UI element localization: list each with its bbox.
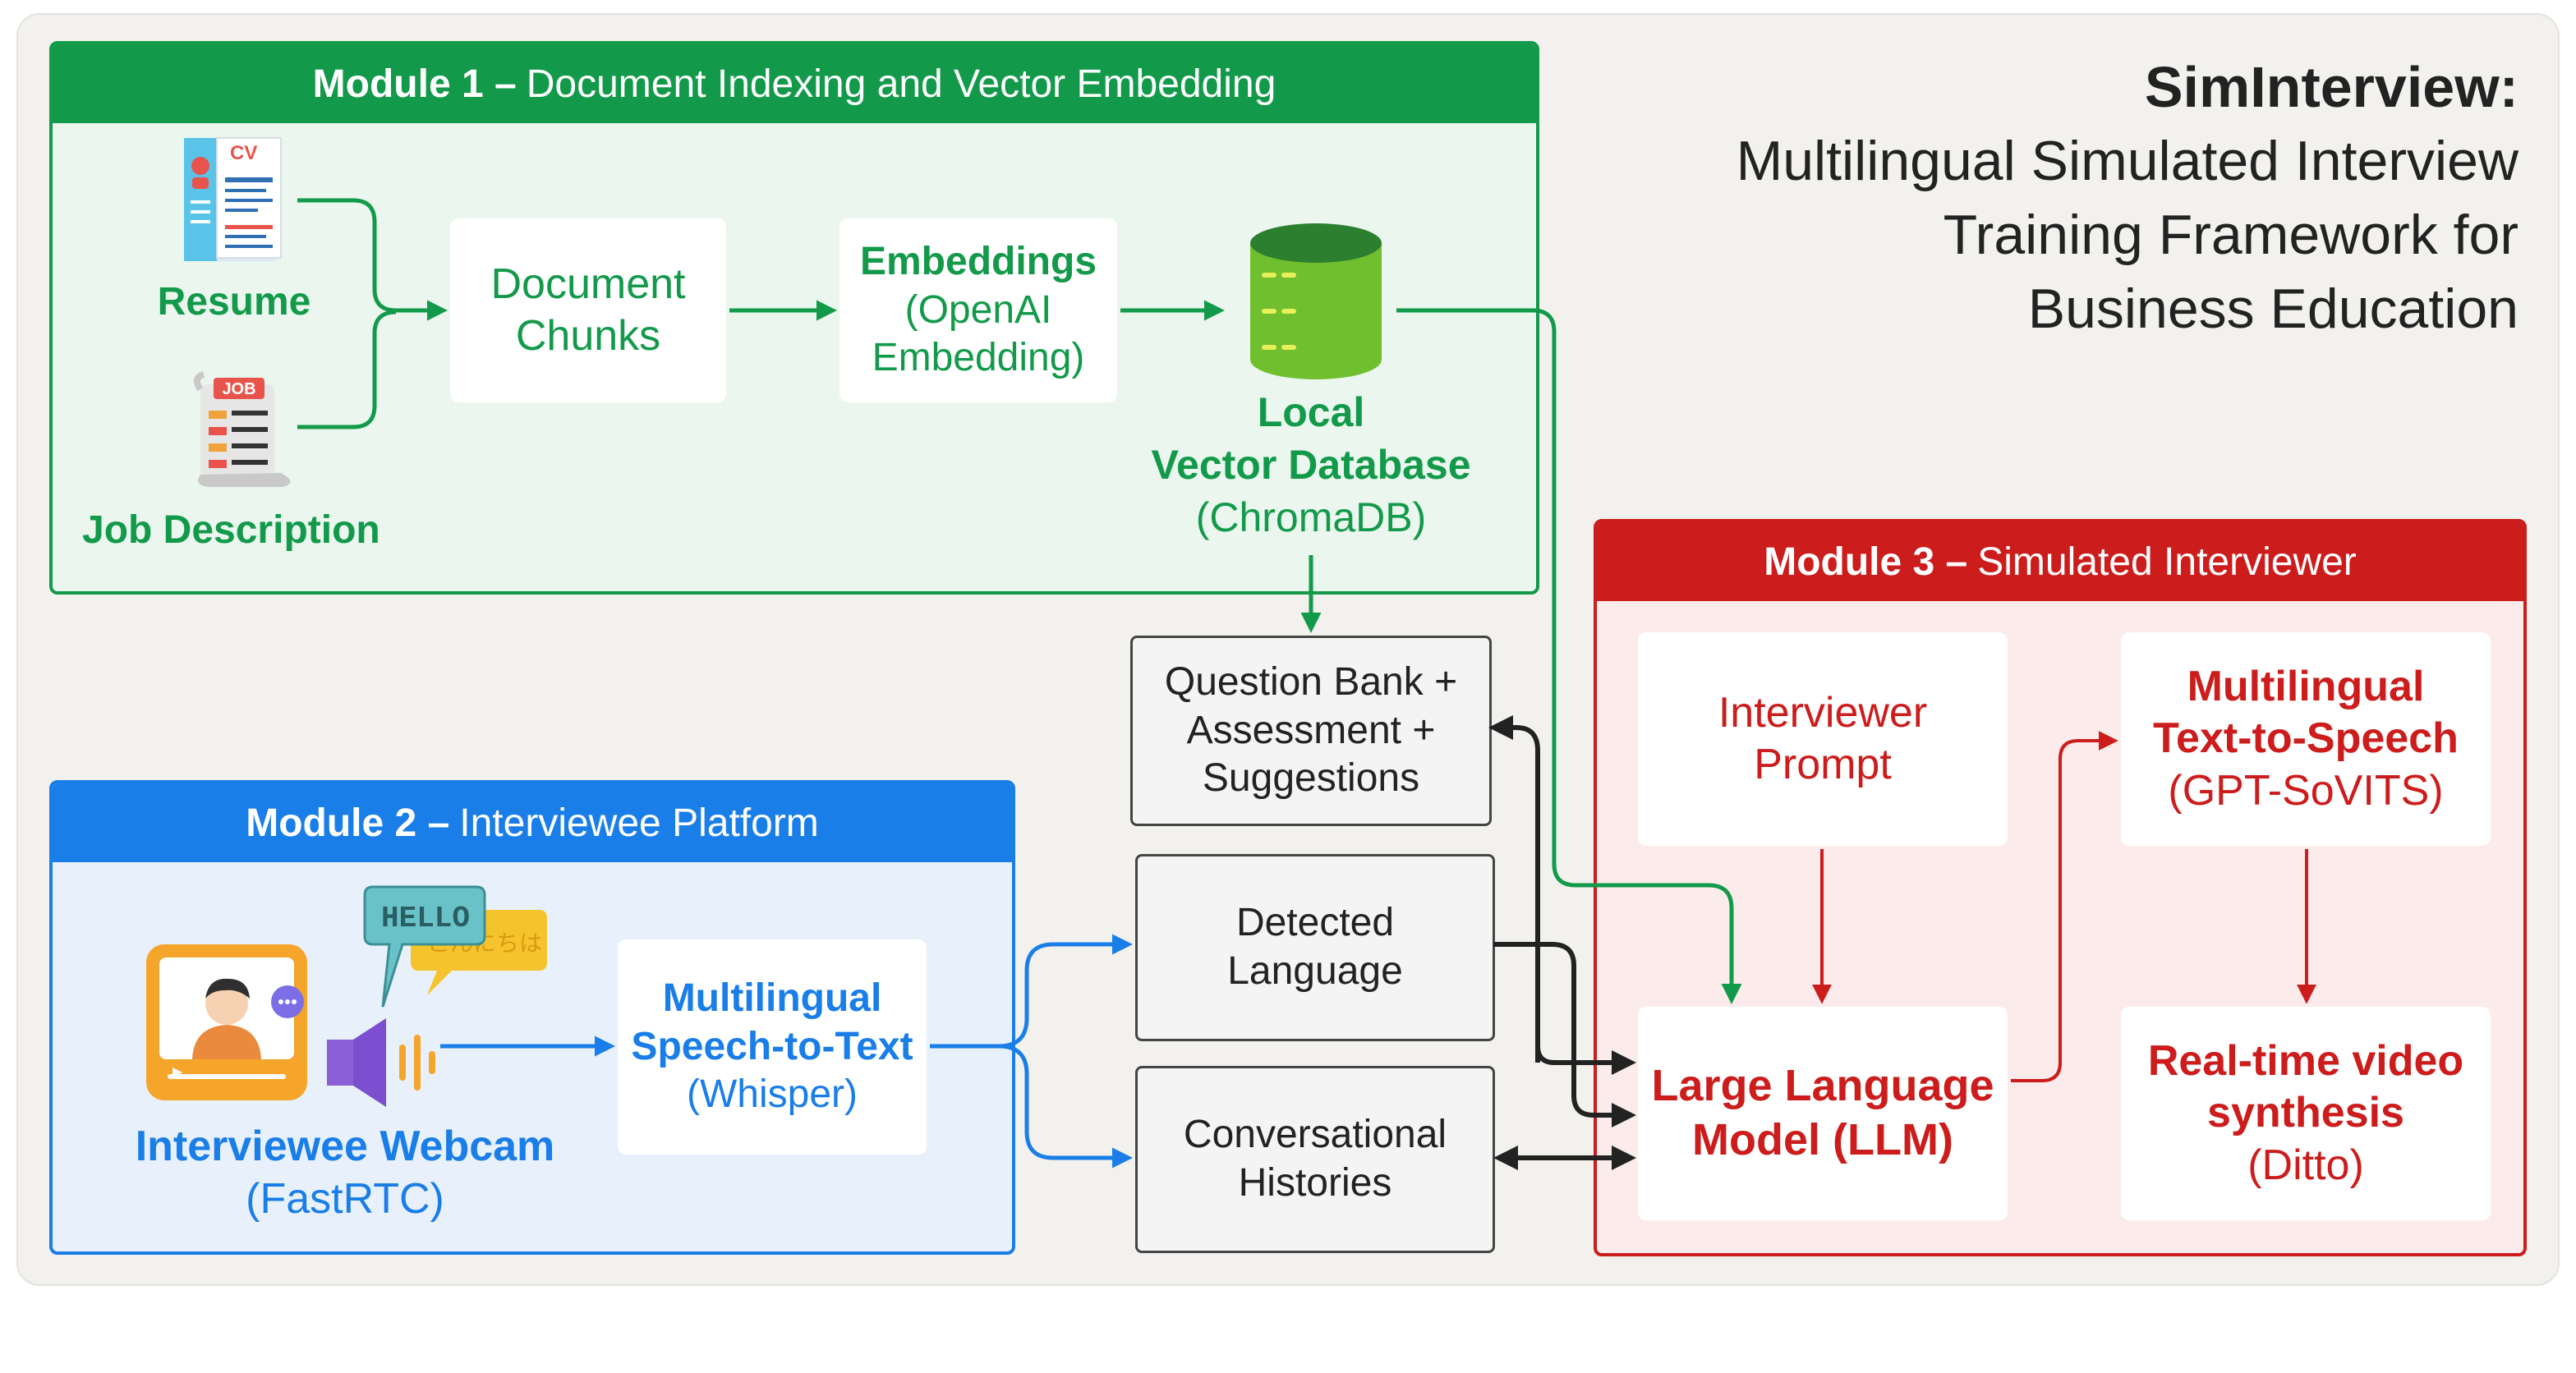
- title-sub-line-2: Training Framework for: [1943, 204, 2518, 267]
- conversational-histories-box: Conversational Histories: [1135, 1066, 1495, 1253]
- arrow-stt-to-detected-language: [930, 934, 1133, 1049]
- stt-line-2: Speech-to-Text: [631, 1024, 913, 1068]
- ch-line-1: Conversational: [1183, 1113, 1447, 1157]
- module-1-header: Module 1 – Document Indexing and Vector …: [53, 44, 1536, 123]
- llm-box: Large Language Model (LLM): [1638, 1007, 2008, 1220]
- video-line-3: (Ditto): [2247, 1141, 2364, 1189]
- speech-to-text-box: Multilingual Speech-to-Text (Whisper): [618, 939, 927, 1155]
- stt-line-1: Multilingual: [662, 976, 882, 1021]
- job-tag: JOB: [222, 380, 255, 398]
- webcam-icon: [146, 944, 307, 1100]
- arrow-resume-to-chunks: [297, 198, 448, 321]
- speech-bubbles-icon: こんにちは HELLO: [363, 885, 547, 1008]
- resume-label: Resume: [157, 280, 311, 324]
- question-bank-box: Question Bank + Assessment + Suggestions: [1130, 636, 1492, 826]
- module-3-header: Module 3 – Simulated Interviewer: [1597, 522, 2523, 601]
- arrow-detected-language-to-llm: [1493, 942, 1636, 1127]
- db-line-1: Local: [1257, 389, 1365, 435]
- db-line-3: (ChromaDB): [1195, 494, 1427, 540]
- qb-line-2: Assessment +: [1186, 708, 1436, 752]
- webcam-title: Interviewee Webcam: [135, 1123, 555, 1170]
- webcam-sub: (FastRTC): [246, 1175, 444, 1224]
- embeddings-title: Embeddings: [859, 240, 1097, 284]
- db-line-2: Vector Database: [1151, 442, 1471, 488]
- vector-database-label: Local Vector Database (ChromaDB): [1106, 386, 1516, 544]
- prompt-line-2: Prompt: [1754, 741, 1892, 788]
- qb-line-1: Question Bank +: [1164, 660, 1458, 705]
- dl-line-2: Language: [1227, 949, 1403, 993]
- prompt-line-1: Interviewer: [1718, 688, 1928, 737]
- webcam-label: Interviewee Webcam (FastRTC): [99, 1120, 591, 1226]
- job-description-label: Job Description: [82, 508, 380, 552]
- arrow-stt-to-histories: [998, 1044, 1133, 1169]
- module-3-title: Simulated Interviewer: [1977, 540, 2357, 584]
- job-description-icon: JOB: [193, 371, 291, 487]
- dl-line-1: Detected: [1235, 901, 1395, 945]
- text-to-speech-box: Multilingual Text-to-Speech (GPT-SoVITS): [2121, 632, 2491, 846]
- resume-icon: CV: [184, 137, 282, 261]
- diagram-title: SimInterview: Multilingual Simulated Int…: [1736, 49, 2518, 347]
- module-1-number: Module 1 –: [312, 62, 517, 106]
- arrow-llm-to-tts: [2011, 731, 2118, 1082]
- arrow-database-to-llm: [1396, 308, 1742, 1004]
- chunks-line-1: Document: [490, 259, 686, 308]
- arrow-job-to-chunks: [297, 310, 397, 429]
- module-2-number: Module 2 –: [246, 801, 450, 845]
- qb-line-3: Suggestions: [1202, 756, 1420, 801]
- module-2-title: Interviewee Platform: [459, 801, 819, 845]
- stt-line-3: (Whisper): [686, 1072, 858, 1117]
- llm-line-1: Large Language: [1651, 1061, 1994, 1111]
- llm-line-2: Model (LLM): [1692, 1115, 1953, 1164]
- database-icon: [1250, 223, 1382, 379]
- tts-line-1: Multilingual: [2187, 662, 2425, 710]
- title-main: SimInterview:: [2144, 55, 2518, 119]
- document-chunks-box: Document Chunks: [450, 218, 726, 402]
- video-line-2: synthesis: [2207, 1089, 2404, 1137]
- tts-line-2: Text-to-Speech: [2153, 714, 2459, 763]
- chunks-line-2: Chunks: [515, 312, 661, 360]
- interviewer-prompt-box: Interviewer Prompt: [1638, 632, 2008, 846]
- video-synthesis-box: Real-time video synthesis (Ditto): [2121, 1007, 2491, 1220]
- title-sub-line-1: Multilingual Simulated Interview: [1736, 130, 2518, 193]
- arrow-into-llm-upper: [1535, 1045, 1636, 1075]
- title-sub-line-3: Business Education: [2027, 277, 2518, 340]
- speaker-icon: [327, 1018, 435, 1107]
- embeddings-line-2: (OpenAI: [904, 287, 1052, 332]
- cv-tag: CV: [230, 142, 257, 164]
- embeddings-line-3: Embedding): [872, 336, 1085, 380]
- tts-line-3: (GPT-SoVITS): [2168, 766, 2444, 815]
- module-3-number: Module 3 –: [1764, 540, 1968, 584]
- arrow-llm-to-question-bank: [1488, 715, 1540, 1063]
- embeddings-box: Embeddings (OpenAI Embedding): [840, 218, 1117, 402]
- video-line-1: Real-time video: [2147, 1036, 2464, 1085]
- module-2-header: Module 2 – Interviewee Platform: [53, 783, 1012, 862]
- detected-language-box: Detected Language: [1135, 854, 1495, 1041]
- module-1-title: Document Indexing and Vector Embedding: [526, 62, 1276, 106]
- hello-text: HELLO: [381, 902, 470, 935]
- ch-line-2: Histories: [1238, 1161, 1392, 1205]
